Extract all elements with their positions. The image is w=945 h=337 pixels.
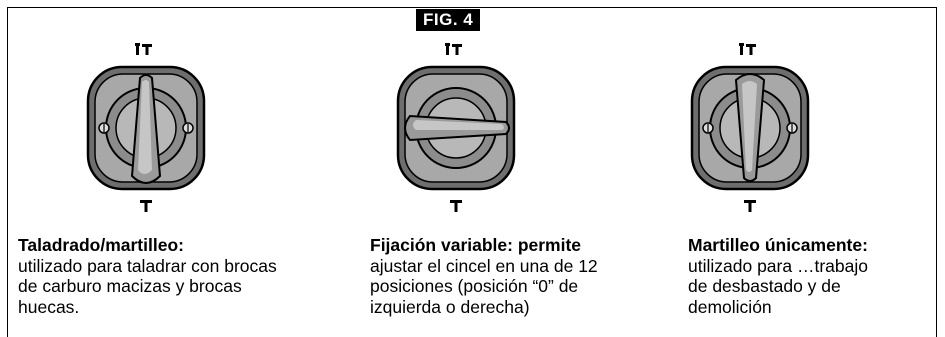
mode-description: utilizado para …trabajo de desbastado y …	[688, 255, 868, 317]
mode-description: ajustar el cincel en una de 12 posicione…	[370, 255, 598, 317]
drill-hammer-icon	[445, 43, 462, 55]
mode-caption: Fijación variable: permite ajustar el ci…	[370, 235, 610, 317]
mode-panel-variable-lock: Fijación variable: permite ajustar el ci…	[300, 30, 600, 329]
dial-knob[interactable]	[734, 73, 766, 182]
mode-caption: Martilleo únicamente: utilizado para …tr…	[688, 235, 928, 317]
hammer-icon	[744, 200, 756, 212]
dial-knob[interactable]	[404, 114, 510, 142]
mode-description: utilizado para taladrar con brocas de ca…	[18, 255, 277, 317]
hammer-icon	[450, 200, 462, 212]
drill-hammer-icon	[135, 43, 152, 55]
figure-label: FIG. 4	[416, 9, 481, 31]
mode-selector-dial	[86, 43, 206, 212]
mode-title: Martilleo únicamente:	[688, 235, 868, 255]
dial-knob[interactable]	[130, 74, 162, 184]
mode-selector-dial	[690, 43, 810, 212]
mode-panel-hammer-only: Martilleo únicamente: utilizado para …tr…	[600, 30, 900, 329]
mode-caption: Taladrado/martilleo: utilizado para tala…	[18, 235, 308, 317]
figure-frame	[7, 7, 937, 337]
hammer-icon	[140, 200, 152, 212]
drill-hammer-icon	[739, 43, 756, 55]
mode-title: Fijación variable: permite	[370, 235, 582, 255]
mode-selector-dial	[396, 43, 516, 212]
mode-title: Taladrado/martilleo:	[18, 235, 184, 255]
mode-panel-drill-hammer: Taladrado/martilleo: utilizado para tala…	[0, 30, 300, 329]
